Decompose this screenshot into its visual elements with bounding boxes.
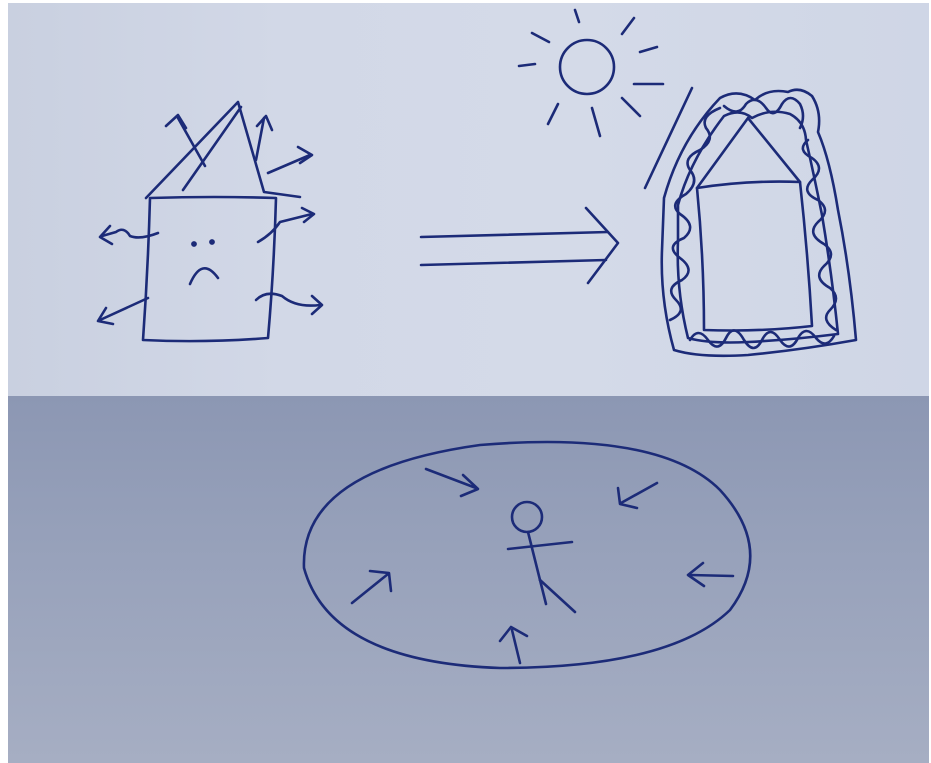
double-arrow-icon	[421, 208, 618, 283]
insulation-wave-bottom	[690, 330, 834, 348]
arrow-inward-top-right	[621, 483, 657, 503]
arrow-left-lower	[100, 298, 148, 320]
sun-ray-line	[645, 88, 692, 188]
heat-escape-arrows	[98, 107, 322, 324]
inner-house-roof	[697, 118, 800, 188]
sun-ray-8	[622, 98, 640, 116]
arrow-right-lower	[256, 294, 320, 306]
arrow-inward-bottom	[512, 630, 520, 663]
sun-ray-3	[532, 33, 549, 42]
enclosing-circle	[304, 442, 750, 668]
circle-outline	[304, 442, 750, 668]
inward-arrows	[352, 469, 733, 663]
sun-ray-5	[519, 64, 535, 66]
arrow-inward-right	[690, 575, 733, 576]
sun-icon	[519, 10, 663, 136]
sun-ray-1	[575, 10, 579, 22]
sun-ray-7	[548, 104, 558, 124]
arrowhead-roof-mid	[257, 116, 272, 130]
figure-body	[528, 532, 540, 580]
sun-ray-4	[640, 47, 657, 52]
face-eye-left	[192, 242, 195, 245]
house-roof	[146, 102, 300, 198]
figure-arms	[508, 542, 572, 549]
double-arrow-line-bottom	[421, 260, 606, 265]
arrow-inward-left	[352, 574, 388, 603]
double-arrow-line-top	[421, 232, 608, 237]
inner-house-wall	[697, 182, 812, 331]
stick-figure-icon	[508, 502, 575, 612]
figure-head	[512, 502, 542, 532]
arrow-roof-right	[268, 155, 310, 173]
sun-ray-2	[622, 18, 634, 34]
sad-house-icon	[143, 102, 300, 341]
arrow-right-upper	[258, 214, 312, 242]
sun-ray-9	[592, 108, 600, 136]
face-frown	[190, 268, 218, 284]
double-arrow-head	[586, 208, 618, 283]
face-eye-right	[210, 240, 213, 243]
insulated-house-icon	[662, 90, 856, 356]
sun-disc	[560, 40, 614, 94]
ink-group	[98, 10, 856, 668]
